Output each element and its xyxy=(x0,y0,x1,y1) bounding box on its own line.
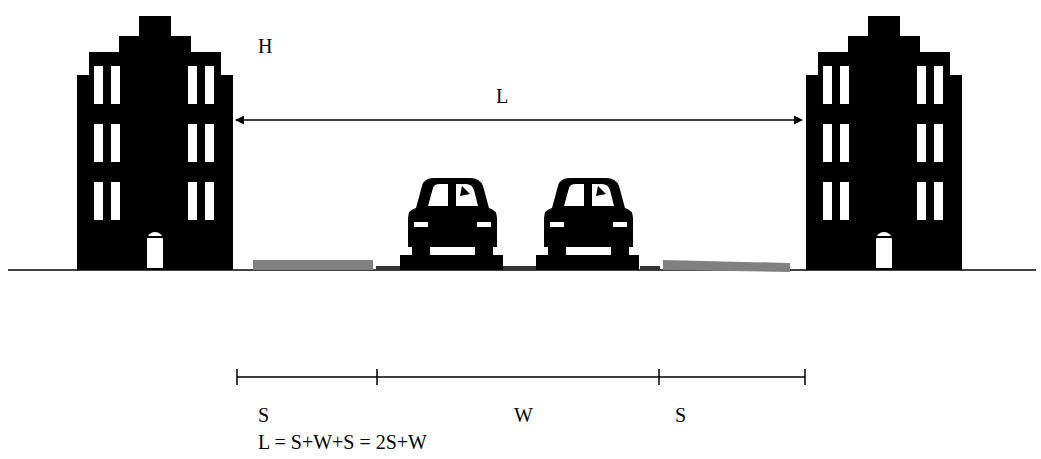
width-label: W xyxy=(514,405,533,425)
road xyxy=(503,266,536,270)
road xyxy=(376,266,400,270)
building xyxy=(806,16,962,270)
height-label: H xyxy=(258,36,272,56)
dimension-arrow xyxy=(236,119,802,121)
sidewalk xyxy=(663,260,790,272)
formula-label: L = S+W+S = 2S+W xyxy=(258,432,427,452)
sidewalk-label: S xyxy=(675,405,686,425)
road xyxy=(640,266,660,270)
car xyxy=(400,178,503,270)
car xyxy=(536,178,639,270)
sidewalk xyxy=(253,260,373,270)
dimension-bracket xyxy=(237,369,805,385)
length-label: L xyxy=(496,86,508,106)
building xyxy=(77,16,233,270)
sidewalk-label: S xyxy=(258,405,269,425)
